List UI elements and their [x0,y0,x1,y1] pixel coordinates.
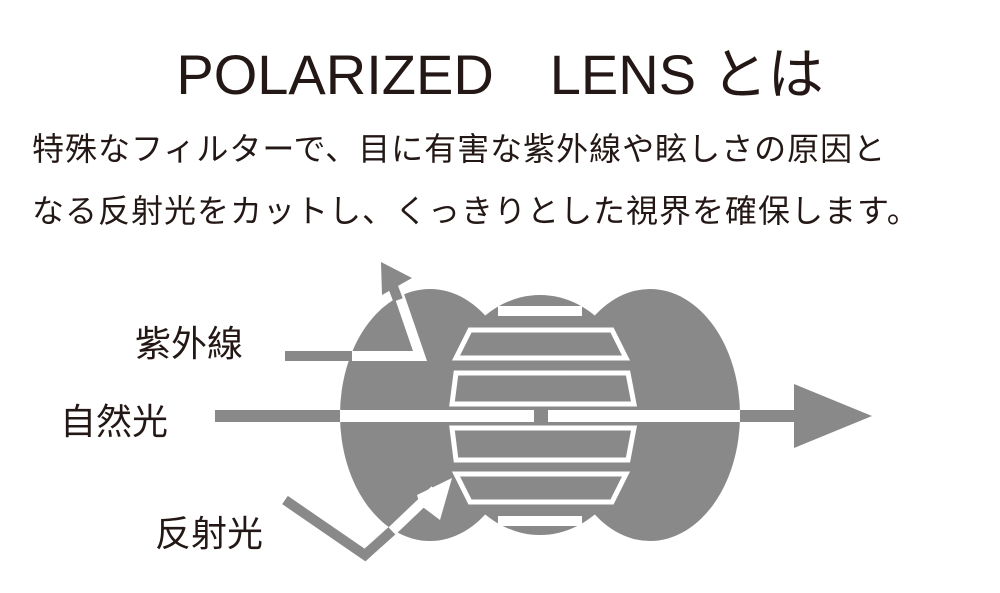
polarizing-filter [449,327,638,505]
description-line-2: なる反射光をカットし、くっきりとした視界を確保します。 [32,192,920,230]
description-line-1: 特殊なフィルターで、目に有害な紫外線や眩しさの原因と [32,130,887,168]
label-reflected-light: 反射光 [155,514,264,555]
label-uv: 紫外線 [135,324,244,365]
uv-arrow [285,262,428,361]
label-natural-light: 自然光 [60,402,169,443]
reflected-light-arrow [282,478,452,562]
natural-light-arrow [215,384,872,448]
page-title: POLARIZED LENS とは [176,43,824,106]
